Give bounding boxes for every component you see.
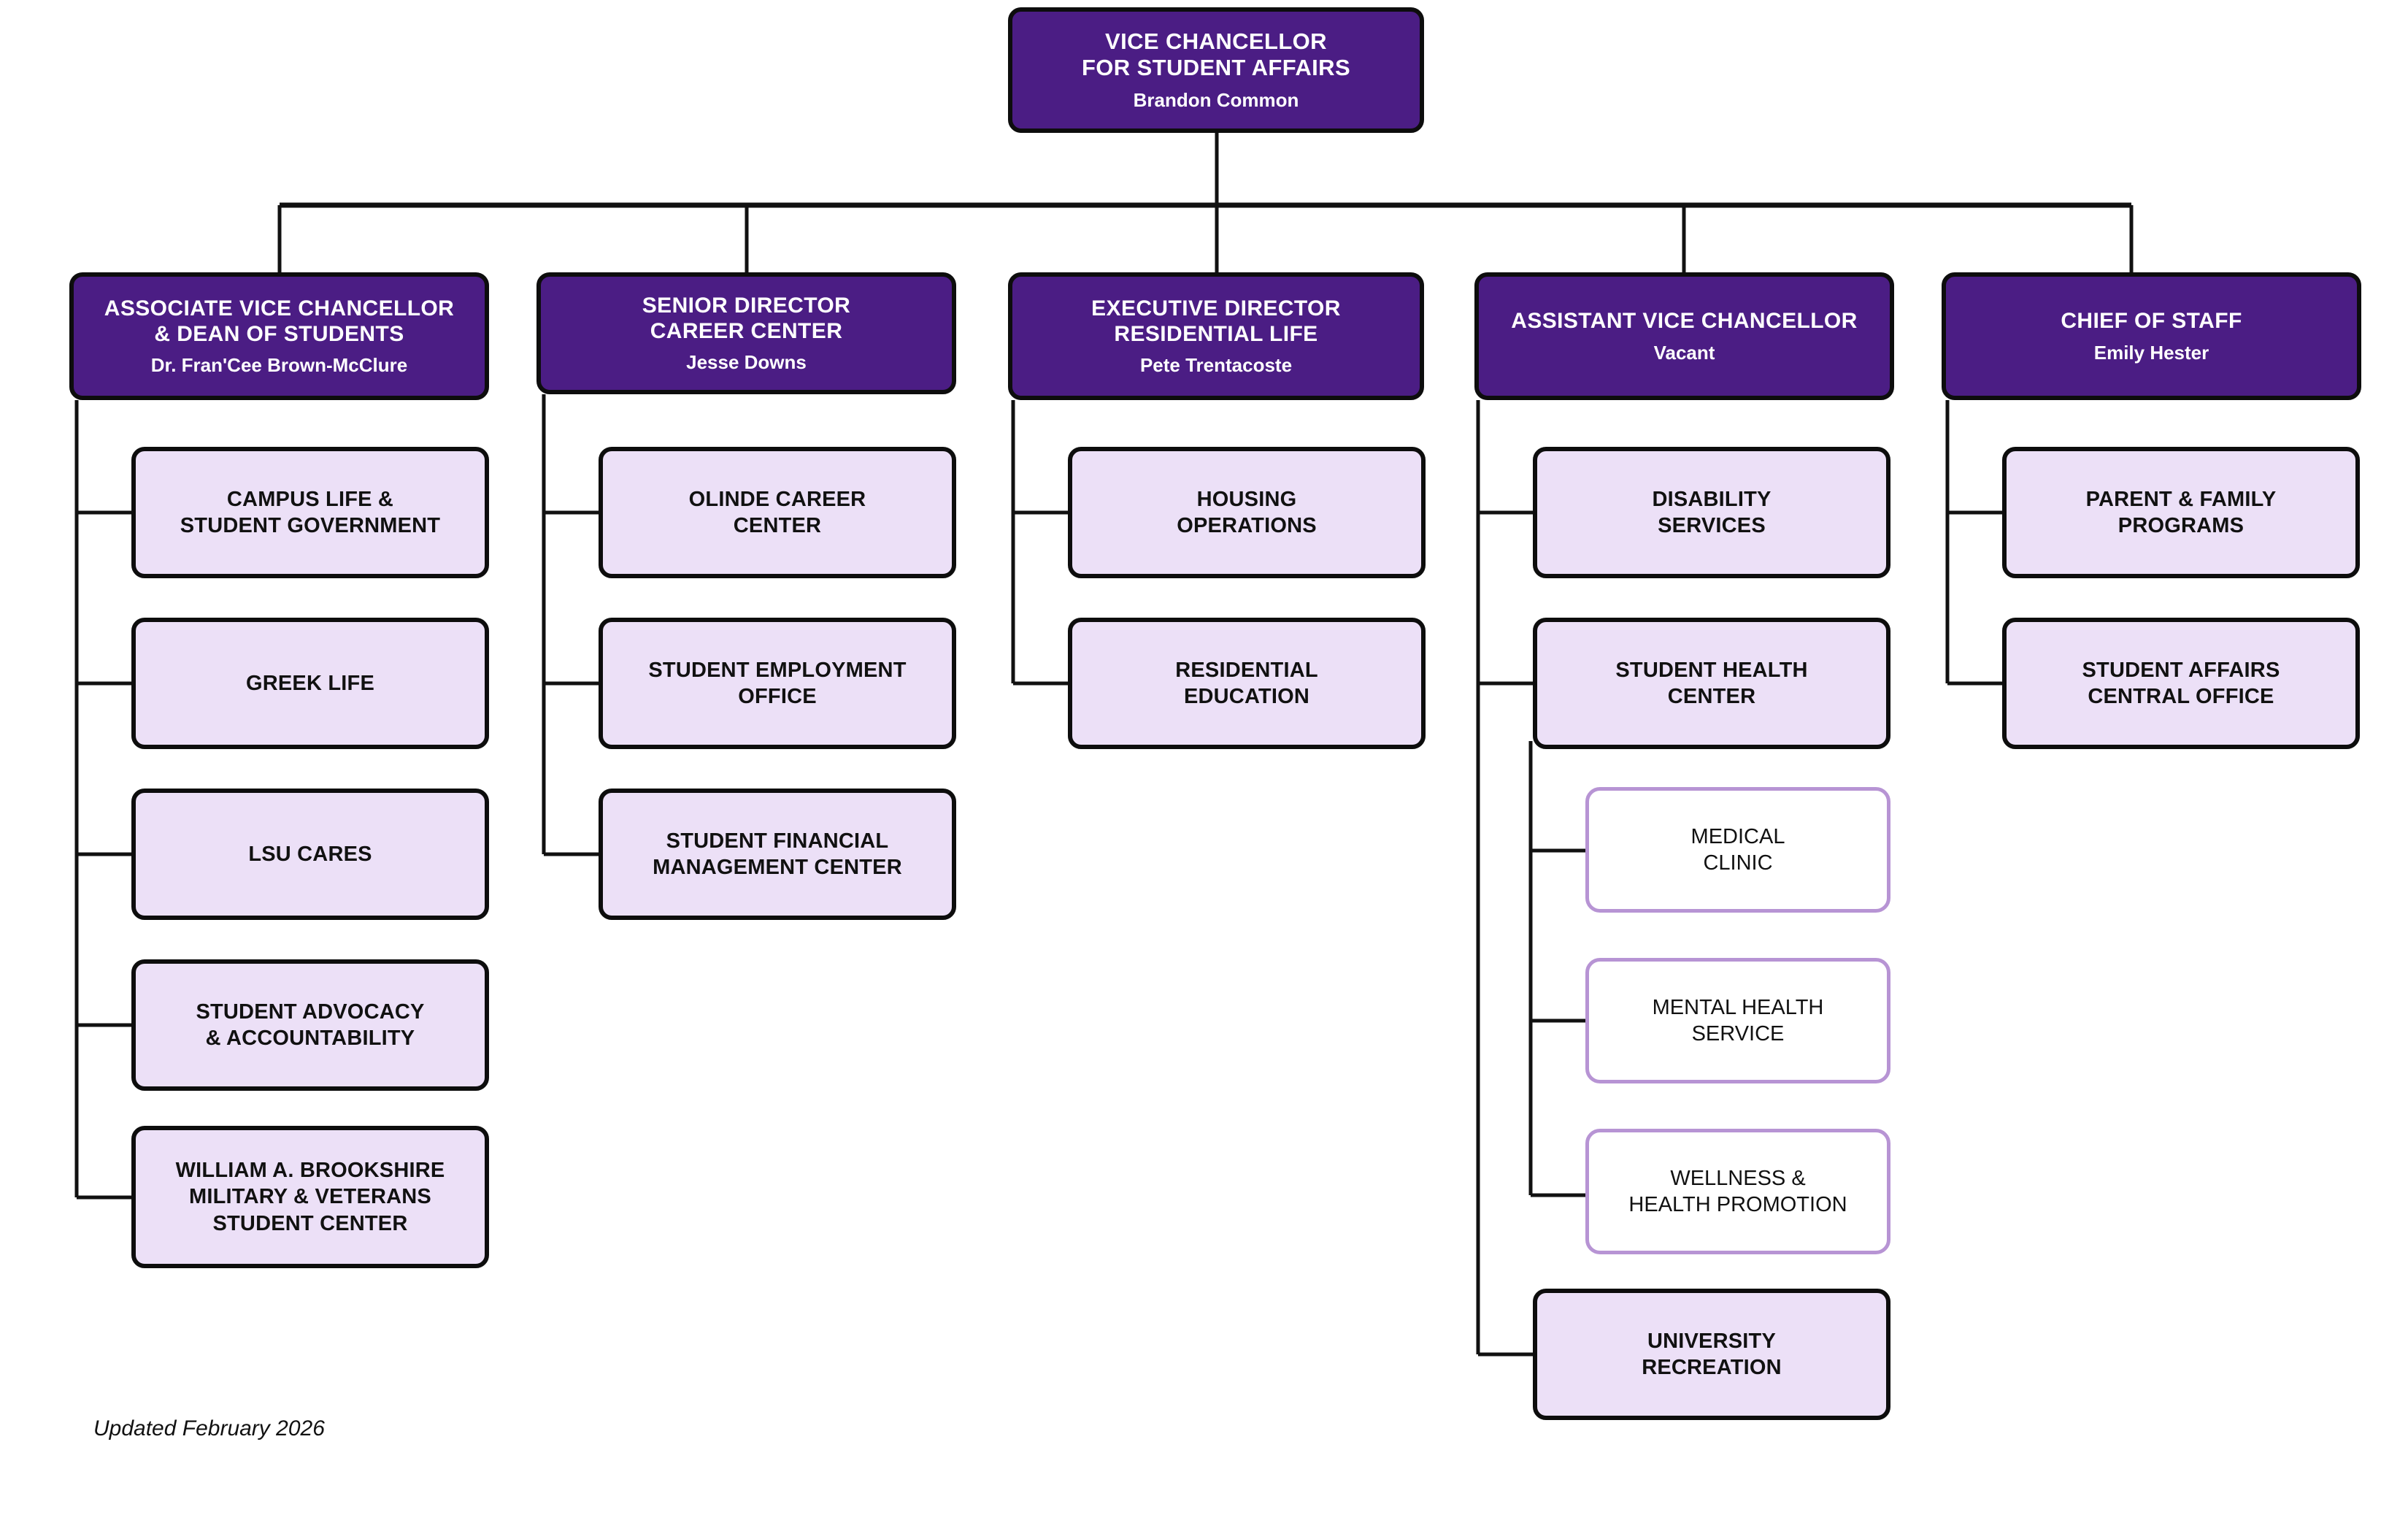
node-student-advocacy-accountability[interactable]: STUDENT ADVOCACY & ACCOUNTABILITY <box>131 959 489 1091</box>
node-student-affairs-central-office[interactable]: STUDENT AFFAIRS CENTRAL OFFICE <box>2002 618 2360 749</box>
node-person: Brandon Common <box>1133 88 1299 111</box>
node-title: WELLNESS & HEALTH PROMOTION <box>1628 1166 1847 1216</box>
node-title: OLINDE CAREER CENTER <box>688 487 866 537</box>
node-title: CHIEF OF STAFF <box>2061 309 2242 334</box>
node-assistant-vice-chancellor[interactable]: ASSISTANT VICE CHANCELLOR Vacant <box>1474 272 1894 400</box>
node-title: ASSOCIATE VICE CHANCELLOR & DEAN OF STUD… <box>104 296 455 346</box>
node-title: EXECUTIVE DIRECTOR RESIDENTIAL LIFE <box>1091 296 1341 346</box>
node-associate-vice-chancellor-dean-of-students[interactable]: ASSOCIATE VICE CHANCELLOR & DEAN OF STUD… <box>69 272 489 400</box>
node-title: VICE CHANCELLOR FOR STUDENT AFFAIRS <box>1081 28 1351 81</box>
node-william-brookshire-military-veterans-student-center[interactable]: WILLIAM A. BROOKSHIRE MILITARY & VETERAN… <box>131 1126 489 1268</box>
node-person: Jesse Downs <box>686 351 807 374</box>
node-executive-director-residential-life[interactable]: EXECUTIVE DIRECTOR RESIDENTIAL LIFE Pete… <box>1008 272 1424 400</box>
node-person: Emily Hester <box>2093 341 2209 364</box>
node-disability-services[interactable]: DISABILITY SERVICES <box>1533 447 1890 578</box>
node-campus-life-student-government[interactable]: CAMPUS LIFE & STUDENT GOVERNMENT <box>131 447 489 578</box>
node-greek-life[interactable]: GREEK LIFE <box>131 618 489 749</box>
node-medical-clinic[interactable]: MEDICAL CLINIC <box>1585 787 1890 913</box>
node-title: STUDENT FINANCIAL MANAGEMENT CENTER <box>653 829 902 879</box>
node-wellness-health-promotion[interactable]: WELLNESS & HEALTH PROMOTION <box>1585 1129 1890 1254</box>
node-student-health-center[interactable]: STUDENT HEALTH CENTER <box>1533 618 1890 749</box>
node-title: LSU CARES <box>248 842 372 866</box>
node-student-employment-office[interactable]: STUDENT EMPLOYMENT OFFICE <box>599 618 956 749</box>
node-lsu-cares[interactable]: LSU CARES <box>131 789 489 920</box>
node-chief-of-staff[interactable]: CHIEF OF STAFF Emily Hester <box>1942 272 2361 400</box>
node-mental-health-service[interactable]: MENTAL HEALTH SERVICE <box>1585 958 1890 1083</box>
node-title: STUDENT ADVOCACY & ACCOUNTABILITY <box>196 1000 425 1050</box>
updated-date-label: Updated February 2026 <box>93 1416 325 1440</box>
node-title: MEDICAL CLINIC <box>1690 824 1785 875</box>
node-title: DISABILITY SERVICES <box>1652 487 1772 537</box>
node-title: ASSISTANT VICE CHANCELLOR <box>1511 309 1858 334</box>
node-housing-operations[interactable]: HOUSING OPERATIONS <box>1068 447 1426 578</box>
node-title: MENTAL HEALTH SERVICE <box>1652 995 1824 1046</box>
node-title: HOUSING OPERATIONS <box>1177 487 1317 537</box>
node-parent-family-programs[interactable]: PARENT & FAMILY PROGRAMS <box>2002 447 2360 578</box>
node-title: SENIOR DIRECTOR CAREER CENTER <box>642 293 851 343</box>
node-residential-education[interactable]: RESIDENTIAL EDUCATION <box>1068 618 1426 749</box>
node-person: Pete Trentacoste <box>1139 354 1293 377</box>
node-title: CAMPUS LIFE & STUDENT GOVERNMENT <box>180 487 441 537</box>
node-title: STUDENT AFFAIRS CENTRAL OFFICE <box>2082 658 2280 708</box>
node-senior-director-career-center[interactable]: SENIOR DIRECTOR CAREER CENTER Jesse Down… <box>536 272 956 394</box>
node-title: STUDENT HEALTH CENTER <box>1615 658 1808 708</box>
node-olinde-career-center[interactable]: OLINDE CAREER CENTER <box>599 447 956 578</box>
node-title: WILLIAM A. BROOKSHIRE MILITARY & VETERAN… <box>175 1159 445 1235</box>
node-person: Vacant <box>1653 341 1715 364</box>
node-title: PARENT & FAMILY PROGRAMS <box>2085 487 2277 537</box>
node-university-recreation[interactable]: UNIVERSITY RECREATION <box>1533 1289 1890 1420</box>
node-title: RESIDENTIAL EDUCATION <box>1175 658 1318 708</box>
node-title: GREEK LIFE <box>245 671 374 695</box>
node-vice-chancellor-student-affairs[interactable]: VICE CHANCELLOR FOR STUDENT AFFAIRS Bran… <box>1008 7 1424 133</box>
node-title: STUDENT EMPLOYMENT OFFICE <box>648 658 907 708</box>
node-person: Dr. Fran'Cee Brown-McClure <box>150 354 408 377</box>
node-title: UNIVERSITY RECREATION <box>1642 1329 1782 1379</box>
node-student-financial-management-center[interactable]: STUDENT FINANCIAL MANAGEMENT CENTER <box>599 789 956 920</box>
